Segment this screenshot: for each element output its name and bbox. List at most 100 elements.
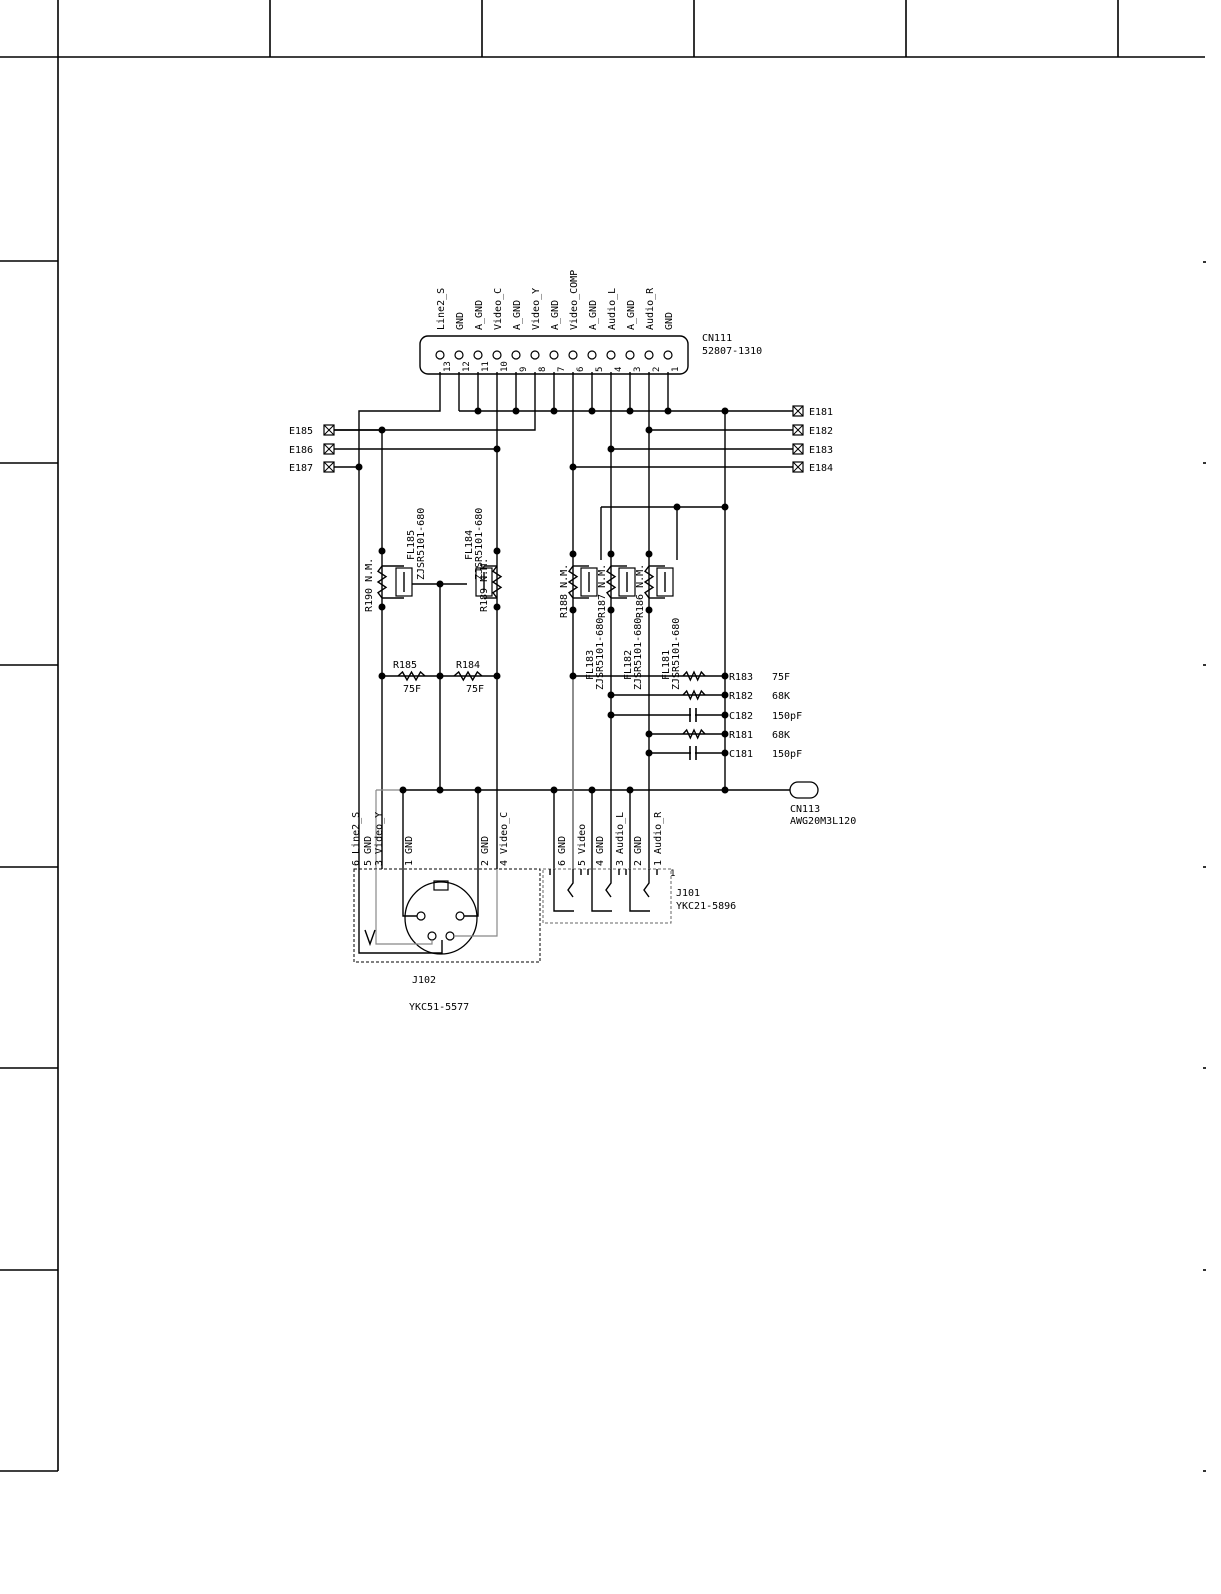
resistor-label: R186 N.M.: [635, 564, 646, 618]
junction-dot: [474, 786, 482, 794]
j101-pin-label: 4 GND: [595, 836, 606, 866]
junction-dot: [673, 503, 681, 511]
part-value: 68K: [772, 730, 790, 741]
cn111-signal-label: Audio_L: [607, 288, 618, 330]
j102-pin-label: 3 Video_Y: [374, 812, 385, 866]
junction-dot: [569, 606, 577, 614]
cn111-pin: [587, 350, 597, 360]
cn111-signal-label: A_GND: [550, 300, 561, 330]
cn113-body: [789, 781, 819, 799]
jack-signal-contact: [643, 869, 650, 898]
filter-part-label: ZJSR5101-680: [416, 508, 427, 580]
cn111-signal-label: A_GND: [626, 300, 637, 330]
jack-signal-contact: [605, 869, 612, 898]
j102-pin-label: 6 Line2_S: [351, 812, 362, 866]
part-value: 75F: [772, 672, 790, 683]
jack-ground-contact: [591, 869, 612, 912]
resistor-nm: [643, 565, 655, 599]
terminal-box: [792, 443, 804, 455]
cn111-pins: Line2_S13GND12A_GND11Video_C10A_GND9Vide…: [435, 270, 681, 372]
junction-dot: [588, 786, 596, 794]
junction-dot: [569, 550, 577, 558]
filter-ref-label: FL184: [464, 530, 475, 560]
junction-dot: [512, 407, 520, 415]
resistor-ref: R185: [393, 660, 417, 671]
filter-ref-label: FL185: [406, 530, 417, 560]
junction-dot: [474, 407, 482, 415]
terminal-box: [323, 424, 335, 436]
junction-dot: [645, 606, 653, 614]
resistor-ref: R184: [456, 660, 480, 671]
junction-dot: [569, 672, 577, 680]
cn111-signal-label: Video_Y: [531, 288, 542, 330]
junction-dot: [378, 672, 386, 680]
junction-dot: [721, 749, 729, 757]
cn111-pin-number: 7: [557, 367, 567, 372]
cn111-pin: [606, 350, 616, 360]
j101-contacts: 1: [549, 869, 675, 912]
junction-dot: [378, 426, 386, 434]
resistor-value: 75F: [403, 684, 421, 695]
j102-pin-label: 2 GND: [480, 836, 491, 866]
junction-dot: [645, 550, 653, 558]
resistor-nm: [376, 565, 388, 599]
junction-dot: [399, 786, 407, 794]
cn111-signal-label: Video_COMP: [569, 270, 580, 330]
j102-socket: [404, 881, 478, 955]
j101-pin-label: 3 Audio_L: [615, 812, 626, 866]
j101-part: YKC21-5896: [676, 901, 736, 912]
cn111-pin: [435, 350, 445, 360]
cn111-pin-number: 6: [576, 367, 586, 372]
cn111-pin: [625, 350, 635, 360]
cn111-signal-label: GND: [455, 312, 466, 330]
j102-pin-label: 5 GND: [363, 836, 374, 866]
terminal-label: E184: [809, 463, 833, 474]
junction-dot: [436, 580, 444, 588]
j101-pin-one-mark: 1: [670, 869, 675, 879]
junction-dot: [626, 407, 634, 415]
resistor-value: 75F: [466, 684, 484, 695]
resistor-label: R187 N.M.: [597, 564, 608, 618]
cn113-part: AWG20M3L120: [790, 816, 856, 827]
j101-outline: [542, 868, 672, 924]
filter-part-label: ZJSR5101-680: [671, 618, 682, 690]
terminal-box: [792, 424, 804, 436]
junction-dot: [721, 786, 729, 794]
filter-part-label: ZJSR5101-680: [633, 618, 644, 690]
junction-dot: [378, 547, 386, 555]
terminal-box: [323, 461, 335, 473]
cn111-pin: [530, 350, 540, 360]
j101-pin-label: 1 Audio_R: [653, 811, 664, 866]
terminal-label: E185: [289, 426, 313, 437]
terminal-label: E181: [809, 407, 833, 418]
j101-ref: J101: [676, 888, 700, 899]
j102-outline: [353, 868, 541, 963]
junction-dot: [436, 672, 444, 680]
junction-dot: [721, 730, 729, 738]
j101-pin-label: 6 GND: [557, 836, 568, 866]
part-ref: R182: [729, 691, 753, 702]
junction-dot: [493, 445, 501, 453]
part-value: 150pF: [772, 711, 802, 722]
j101-pin-label: 2 GND: [633, 836, 644, 866]
jack-signal-contact: [567, 869, 574, 898]
filter-ref-label: FL182: [623, 650, 634, 680]
cn111-pin-number: 1: [671, 367, 681, 372]
cn111-pin: [568, 350, 578, 360]
cn111-pin: [511, 350, 521, 360]
junction-dot: [607, 691, 615, 699]
j102-pin-label: 4 Video_C: [499, 812, 510, 866]
cn111-pin-number: 2: [652, 367, 662, 372]
junction-dot: [626, 786, 634, 794]
part-ref: R181: [729, 730, 753, 741]
